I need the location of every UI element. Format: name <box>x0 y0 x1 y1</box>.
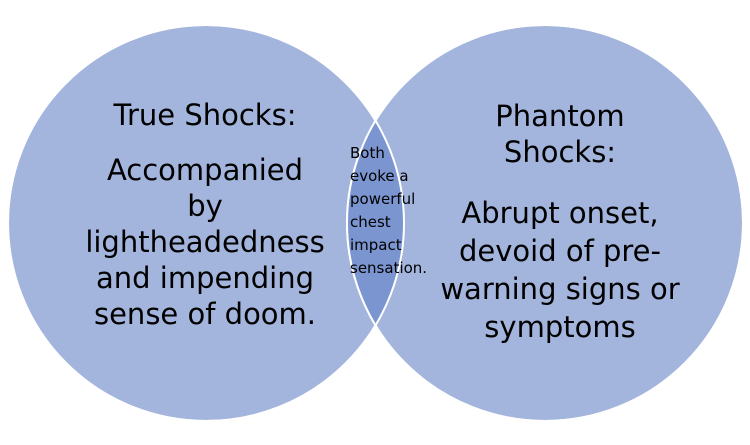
overlap-line: sensation. <box>350 259 428 277</box>
right-circle-outline <box>346 24 744 422</box>
left-circle-outline <box>7 24 405 422</box>
overlap-line: powerful <box>350 190 416 208</box>
left-circle-body: Accompanied by lightheadedness and impen… <box>50 152 360 332</box>
left-body-line: by <box>187 189 223 223</box>
overlap-line: Both <box>350 144 385 162</box>
overlap-line: evoke a <box>350 167 409 185</box>
left-body-line: sense of doom. <box>93 297 317 331</box>
overlap-line: chest <box>350 213 391 231</box>
left-circle-title: True Shocks: <box>113 98 297 132</box>
overlap-text: Both evoke a powerful chest impact sensa… <box>350 142 440 280</box>
right-body-line: warning signs or <box>440 272 680 306</box>
right-body-line: Abrupt onset, <box>461 196 659 230</box>
left-body-line: and impending <box>96 261 314 295</box>
right-circle-body: Abrupt onset, devoid of pre- warning sig… <box>405 194 715 346</box>
right-title-line: Shocks: <box>503 135 617 169</box>
right-circle-title: Phantom Shocks: <box>410 98 710 170</box>
left-body-line: lightheadedness <box>85 225 325 259</box>
right-body-line: symptoms <box>484 310 636 344</box>
overlap-line: impact <box>350 236 402 254</box>
left-body-line: Accompanied <box>106 153 304 187</box>
right-body-line: devoid of pre- <box>458 234 661 268</box>
right-title-line: Phantom <box>495 99 625 133</box>
